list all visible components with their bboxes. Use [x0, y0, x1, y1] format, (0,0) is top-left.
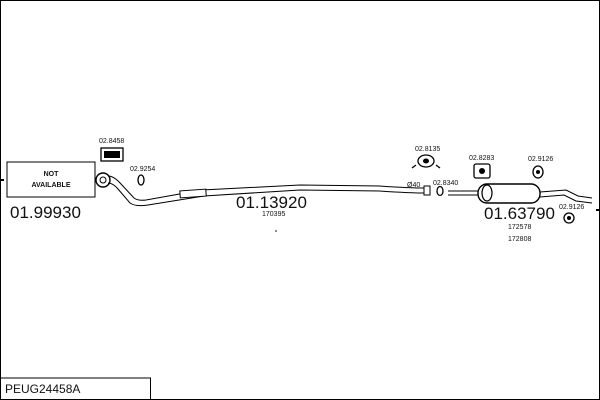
clamp-icon-ears	[411, 164, 441, 169]
diameter-label: Ø40	[407, 182, 420, 189]
rear-silencer[interactable]: 01.63790 172578 172808	[448, 183, 593, 243]
accessory-code: 02.9254	[130, 166, 155, 173]
front-pipe-part-number: 01.13920	[236, 193, 307, 212]
not-available-part[interactable]: NOT AVAILABLE 01.99930	[6, 161, 96, 222]
silencer-end-cap	[481, 184, 493, 202]
front-pipe-sub-ref: 170395	[262, 211, 285, 218]
front-pipe[interactable]: 01.13920 170395	[107, 175, 431, 232]
not-available-box	[6, 161, 96, 198]
accessory-code: 02.8135	[415, 146, 440, 153]
rear-silencer-sub-ref-1: 172578	[508, 224, 531, 231]
accessory-code: 02.8458	[99, 138, 124, 145]
not-available-part-number: 01.99930	[10, 203, 81, 222]
accessory-code: 02.8283	[469, 155, 494, 162]
silencer-inlet-pipe	[448, 190, 478, 196]
accessory-gasket-02-8340[interactable]: 02.8340	[433, 180, 458, 197]
accessory-kit-02-8458[interactable]: 02.8458	[99, 138, 124, 162]
front-pipe-upper-line	[107, 175, 427, 201]
accessory-code: 02.8340	[433, 180, 458, 187]
rear-silencer-sub-ref-2: 172808	[508, 236, 531, 243]
front-pipe-dot	[275, 230, 277, 232]
accessory-code: 02.9126	[559, 204, 584, 211]
diagram-code: PEUG24458A	[5, 382, 80, 396]
front-pipe-lower-line	[107, 182, 427, 207]
mount-icon-hole	[479, 168, 485, 174]
accessory-mount-02-9126-a[interactable]: 02.9126	[528, 156, 553, 179]
mount-icon-hole	[567, 216, 571, 220]
accessory-mount-02-8283[interactable]: 02.8283	[469, 155, 494, 179]
gasket-icon	[137, 174, 145, 186]
accessory-code: 02.9126	[528, 156, 553, 163]
diagram-code-box: PEUG24458A	[0, 377, 151, 400]
front-pipe-sleeve	[179, 188, 207, 199]
silencer-tailpipe	[539, 189, 593, 204]
not-available-line2: AVAILABLE	[31, 182, 70, 189]
accessory-clamp-02-8135[interactable]: 02.8135	[411, 146, 441, 169]
mount-icon-hole	[536, 170, 540, 174]
accessory-gasket-02-9254[interactable]: 02.9254	[130, 166, 155, 186]
silencer-body	[477, 183, 541, 204]
gasket-icon	[436, 185, 444, 197]
front-flange-icon	[95, 172, 111, 188]
not-available-line1: NOT	[44, 171, 60, 178]
accessory-mount-02-9126-b[interactable]: 02.9126	[559, 204, 584, 224]
kit-icon-inner	[104, 151, 120, 158]
front-pipe-end	[423, 185, 431, 196]
rear-silencer-part-number: 01.63790	[484, 204, 555, 223]
clamp-icon-inner	[423, 158, 429, 164]
